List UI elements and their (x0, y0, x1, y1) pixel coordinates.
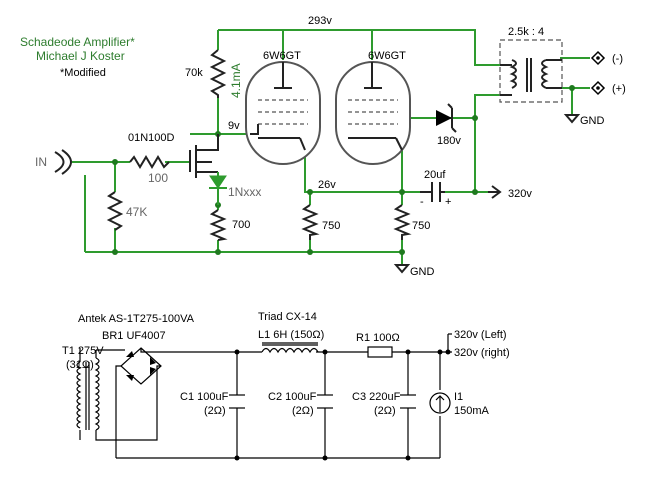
r750b-label: 750 (412, 220, 430, 232)
input-jack: IN (35, 149, 72, 175)
cathode-voltage: 26v (318, 179, 336, 191)
amp-junctions (112, 85, 575, 255)
c2-label: C2 100uF (268, 391, 317, 403)
resistor-70k: 70k 4.1mA (185, 49, 243, 98)
c2-esr: (2Ω) (292, 405, 314, 417)
tube1-label: 6W6GT (263, 50, 301, 62)
mosfet-label: 01N100D (128, 132, 175, 144)
i1-value: 150mA (454, 405, 490, 417)
psu-bridge-rectifier: BR1 UF4007 (102, 330, 166, 400)
gnd-out-label: GND (580, 115, 605, 127)
psu-capacitor-c3: C3 220uF (2Ω) (352, 391, 416, 417)
psu-wiring (79, 333, 452, 459)
cap-pos: + (445, 196, 451, 208)
psu-junctions (234, 349, 451, 461)
t1-resistance: (31Ω) (66, 359, 94, 371)
c1-label: C1 100uF (180, 391, 229, 403)
out-right-label: 320v (right) (454, 347, 510, 359)
gnd-main-label: GND (410, 266, 435, 278)
capacitor-20uf: 20uf - + (420, 169, 451, 208)
tube-1: 6W6GT (245, 50, 321, 165)
cap-label: 20uf (424, 169, 446, 181)
ground-main: GND (393, 264, 435, 278)
r47k-label: 47K (126, 205, 147, 219)
title-note: *Modified (60, 67, 106, 79)
psu-current-source: I1 150mA (429, 391, 490, 417)
transformer-ratio: 2.5k : 4 (508, 26, 544, 38)
output-terminals: (-) (+) (590, 50, 626, 96)
r100-label: 100 (148, 171, 168, 185)
input-label: IN (35, 155, 47, 169)
c3-esr: (2Ω) (374, 405, 396, 417)
resistor-750-a: 750 (301, 204, 340, 240)
out-left-label: 320v (Left) (454, 329, 507, 341)
r1-label: R1 100Ω (356, 332, 400, 344)
r70k-label: 70k (185, 67, 203, 79)
title-line1: Schadeode Amplifier* (20, 35, 135, 49)
zener-180v: 180v (436, 103, 461, 147)
out-neg-label: (-) (612, 53, 623, 65)
title-line2: Michael J Koster (36, 49, 125, 63)
c1-esr: (2Ω) (204, 405, 226, 417)
tube2-label: 6W6GT (368, 50, 406, 62)
choke-name: Triad CX-14 (258, 311, 317, 323)
r750a-label: 750 (322, 220, 340, 232)
diode-1nxxx: 1Nxxx (209, 172, 261, 205)
psu-resistor-r1: R1 100Ω (356, 332, 400, 358)
ground-output: GND (563, 114, 605, 127)
zener-label: 180v (437, 135, 461, 147)
r700-label: 700 (232, 219, 250, 231)
output-transformer: 2.5k : 4 (499, 26, 563, 103)
t1-label: T1 275V (62, 345, 104, 357)
bias-current-label: 4.1mA (229, 63, 243, 98)
resistor-750-b: 750 (393, 204, 430, 240)
diode-label: 1Nxxx (228, 185, 261, 199)
out-pos-label: (+) (612, 83, 626, 95)
psu-transformer-name: Antek AS-1T275-100VA (78, 313, 195, 325)
psu-choke-l1: Triad CX-14 L1 6H (150Ω) (258, 311, 324, 354)
resistor-47k: 47K (106, 191, 147, 231)
c3-label: C3 220uF (352, 391, 401, 403)
supply-top-voltage: 293v (308, 15, 332, 27)
cap-neg: - (420, 196, 424, 208)
psu-capacitor-c1: C1 100uF (2Ω) (180, 391, 245, 417)
rectifier-name: BR1 UF4007 (102, 330, 166, 342)
title-block: Schadeode Amplifier* Michael J Koster *M… (20, 35, 135, 79)
psu-transformer-t1: T1 275V (31Ω) Antek AS-1T275-100VA (62, 313, 195, 431)
tube-2: 6W6GT (335, 50, 411, 165)
l1-label: L1 6H (150Ω) (258, 329, 324, 341)
node-9v-label: 9v (228, 120, 240, 132)
resistor-700: 700 (209, 209, 250, 241)
resistor-100: 100 (129, 155, 170, 185)
b-plus-arrow: 320v (488, 185, 532, 200)
i1-label: I1 (454, 391, 463, 403)
mosfet: 01N100D 9v (128, 120, 240, 178)
psu-capacitor-c2: C2 100uF (2Ω) (268, 391, 333, 417)
psu-outputs: 320v (Left) 320v (right) (454, 329, 510, 359)
b-plus-label: 320v (508, 188, 532, 200)
